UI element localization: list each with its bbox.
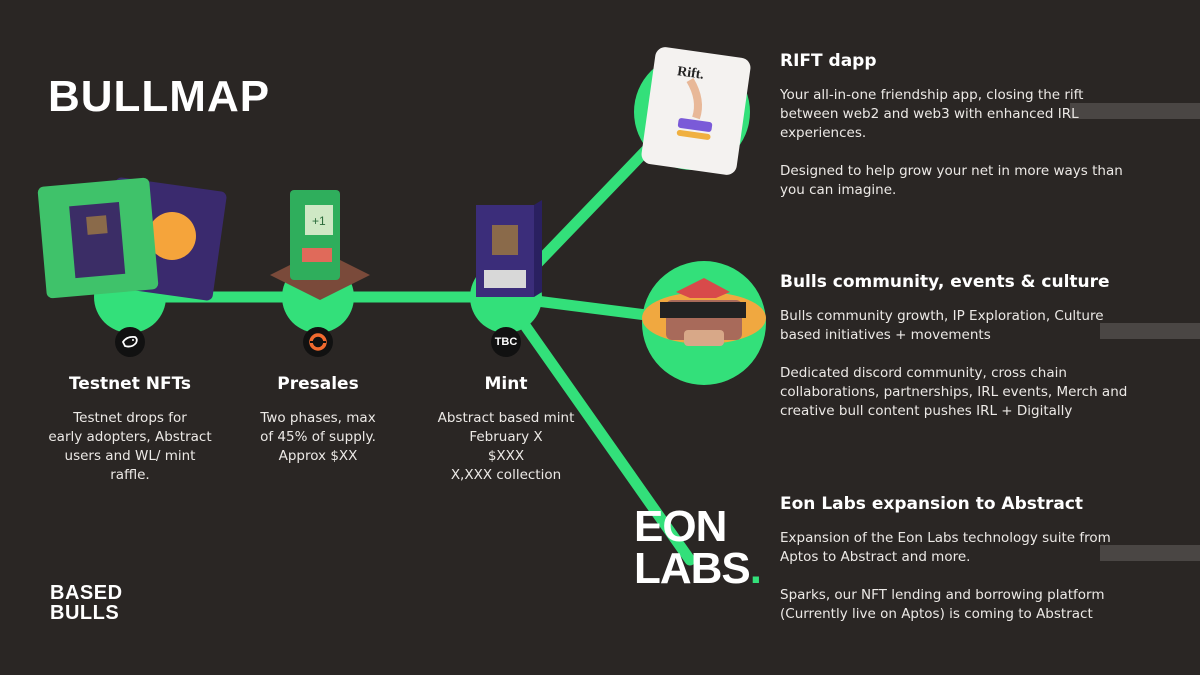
- ring-icon: [303, 327, 333, 357]
- branch-line-eon: [499, 291, 696, 566]
- rift-title: RIFT dapp: [780, 51, 877, 71]
- eon-title: Eon Labs expansion to Abstract: [780, 494, 1084, 514]
- rift-desc: Your all-in-one friendship app, closing …: [780, 87, 1123, 198]
- based-bulls-logo: BASED BULLS: [50, 582, 123, 624]
- mint-box-graphic: [476, 200, 542, 297]
- eon-labs-logo: EON LABS.: [634, 502, 762, 593]
- bull-head-graphic: [642, 278, 766, 346]
- stage-desc-presales: Two phases, max of 45% of supply. Approx…: [260, 410, 376, 464]
- decor-bar: [1070, 103, 1200, 119]
- presale-machine-graphic: +1: [270, 190, 370, 300]
- community-title: Bulls community, events & culture: [780, 272, 1110, 292]
- stage-title-testnet: Testnet NFTs: [68, 374, 192, 394]
- rift-phone-graphic: [641, 47, 751, 175]
- eon-desc: Expansion of the Eon Labs technology sui…: [780, 530, 1111, 622]
- decor-bar: [1100, 323, 1200, 339]
- bird-icon: [115, 327, 145, 357]
- svg-text:+1: +1: [312, 214, 326, 228]
- tbc-badge: TBC: [491, 327, 521, 357]
- stage-desc-mint: Abstract based mint February X $XXX X,XX…: [437, 410, 575, 483]
- page-title: BULLMAP: [48, 72, 271, 121]
- decor-bar: [1100, 545, 1200, 561]
- stage-desc-testnet: Testnet drops for early adopters, Abstra…: [48, 410, 212, 483]
- moon-graphic: [148, 212, 196, 260]
- stage-title-mint: Mint: [484, 374, 528, 394]
- community-desc: Bulls community growth, IP Exploration, …: [780, 308, 1128, 419]
- testnet-nft-cards: [37, 177, 227, 301]
- stage-title-presales: Presales: [277, 374, 359, 394]
